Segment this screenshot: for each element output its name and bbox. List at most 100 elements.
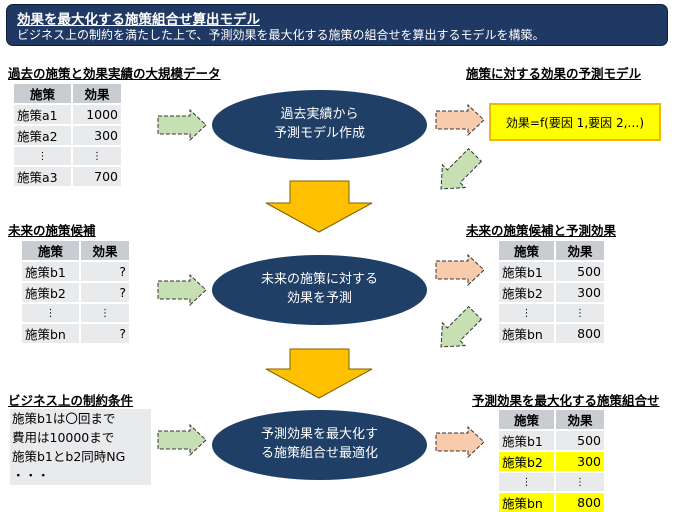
cell-effect: ⋮ (72, 145, 123, 166)
heading-future-candidates: 未来の施策候補 (8, 223, 96, 238)
cell-measure: 施策a2 (14, 124, 73, 146)
constraint-item: 施策b1は〇回まで (12, 411, 116, 426)
arrow-right-icon (157, 108, 207, 142)
title-banner: 効果を最大化する施策組合せ算出モデル ビジネス上の制約を満たした上で、予測効果を… (6, 4, 668, 46)
constraint-item: ・・・ (12, 468, 50, 483)
cell-measure: 施策a1 (14, 103, 73, 125)
step-text-line: 予測モデル作成 (273, 126, 365, 141)
cell-effect: ? (80, 260, 131, 282)
model-formula: 効果=f(要因 1,要因 2,…) (505, 115, 645, 130)
cell-effect: 500 (555, 429, 606, 451)
table-row: ⋮⋮ (22, 302, 131, 323)
cell-measure: 施策bn (499, 322, 556, 343)
column-header-measure: 施策 (14, 84, 73, 104)
constraints-box: 施策b1は〇回まで 費用は10000まで 施策b1とb2同時NG ・・・ (10, 409, 151, 485)
arrow-down-icon (265, 348, 373, 399)
cell-effect: 500 (555, 260, 606, 282)
step-text-line: 予測効果を最大化す (260, 427, 378, 443)
cell-effect: 700 (72, 165, 123, 186)
arrow-right-icon (435, 253, 485, 287)
cell-measure: 施策b1 (499, 260, 556, 282)
future-candidates-table: 施策 効果 施策b1?施策b2?⋮⋮施策bn? (22, 241, 131, 343)
constraint-item: 費用は10000まで (12, 430, 115, 445)
cell-measure: 施策a3 (14, 165, 73, 186)
column-header-measure: 施策 (499, 410, 556, 430)
cell-effect: 800 (555, 491, 606, 512)
cell-effect: ? (80, 322, 131, 343)
table-row: ⋮⋮ (499, 302, 606, 323)
arrow-down-icon (265, 180, 373, 233)
cell-measure: ⋮ (14, 145, 73, 166)
arrow-right-icon (435, 425, 485, 459)
cell-effect: ? (80, 281, 131, 303)
process-step-optimize: 予測効果を最大化する施策組合せ最適化 (212, 410, 427, 480)
cell-effect: 300 (555, 281, 606, 303)
table-row: ⋮⋮ (14, 145, 123, 166)
future-candidates-table-wrap: 施策 効果 施策b1?施策b2?⋮⋮施策bn? (22, 241, 131, 343)
prediction-model-box: 効果=f(要因 1,要因 2,…) (489, 103, 661, 141)
cell-effect: ⋮ (555, 302, 606, 323)
cell-measure: 施策bn (22, 322, 81, 343)
heading-future-predicted: 未来の施策候補と予測効果 (466, 223, 617, 238)
table-row: 施策bn? (22, 322, 131, 343)
cell-measure: 施策bn (499, 491, 556, 512)
cell-measure: ⋮ (22, 302, 81, 323)
step-text-line: 効果を予測 (286, 291, 352, 306)
table-row: ⋮⋮ (499, 471, 606, 492)
table-row: 施策b2? (22, 281, 131, 303)
cell-measure: ⋮ (499, 471, 556, 492)
cell-measure: ⋮ (499, 302, 556, 323)
arrow-right-icon (435, 103, 485, 137)
arrow-right-icon (157, 423, 207, 457)
heading-past-data: 過去の施策と効果実績の大規模データ (8, 66, 221, 81)
cell-measure: 施策b2 (499, 450, 556, 472)
heading-constraints: ビジネス上の制約条件 (8, 393, 134, 408)
process-step-predict-effect: 未来の施策に対する効果を予測 (212, 255, 427, 325)
column-header-effect: 効果 (555, 241, 606, 261)
column-header-effect: 効果 (72, 84, 123, 104)
constraint-item: 施策b1とb2同時NG (12, 449, 126, 464)
page-subtitle: ビジネス上の制約を満たした上で、予測効果を最大化する施策の組合せを算出するモデル… (17, 28, 545, 42)
column-header-measure: 施策 (499, 241, 556, 261)
cell-effect: 800 (555, 322, 606, 343)
cell-effect: 1000 (72, 103, 123, 125)
step-text-line: 未来の施策に対する (260, 272, 378, 288)
heading-optimal-combination: 予測効果を最大化する施策組合せ (472, 393, 660, 408)
table-row: 施策b1? (22, 260, 131, 282)
cell-measure: 施策b2 (499, 281, 556, 303)
cell-measure: 施策b1 (22, 260, 81, 282)
column-header-effect: 効果 (80, 241, 131, 261)
cell-measure: 施策b2 (22, 281, 81, 303)
cell-measure: 施策b1 (499, 429, 556, 451)
arrow-diagonal-icon (440, 147, 483, 190)
page-title: 効果を最大化する施策組合せ算出モデル (17, 12, 260, 28)
cell-effect: ⋮ (80, 302, 131, 323)
step-text-line: 過去実績から (280, 107, 359, 123)
process-step-build-model: 過去実績から予測モデル作成 (212, 90, 427, 160)
heading-prediction-model: 施策に対する効果の予測モデル (466, 66, 642, 81)
step-text-line: る施策組合せ最適化 (260, 446, 378, 461)
cell-effect: 300 (72, 124, 123, 146)
column-header-measure: 施策 (22, 241, 81, 261)
cell-effect: ⋮ (555, 471, 606, 492)
column-header-effect: 効果 (555, 410, 606, 430)
cell-effect: 300 (555, 450, 606, 472)
arrow-right-icon (157, 273, 207, 307)
arrow-diagonal-icon (440, 305, 483, 348)
